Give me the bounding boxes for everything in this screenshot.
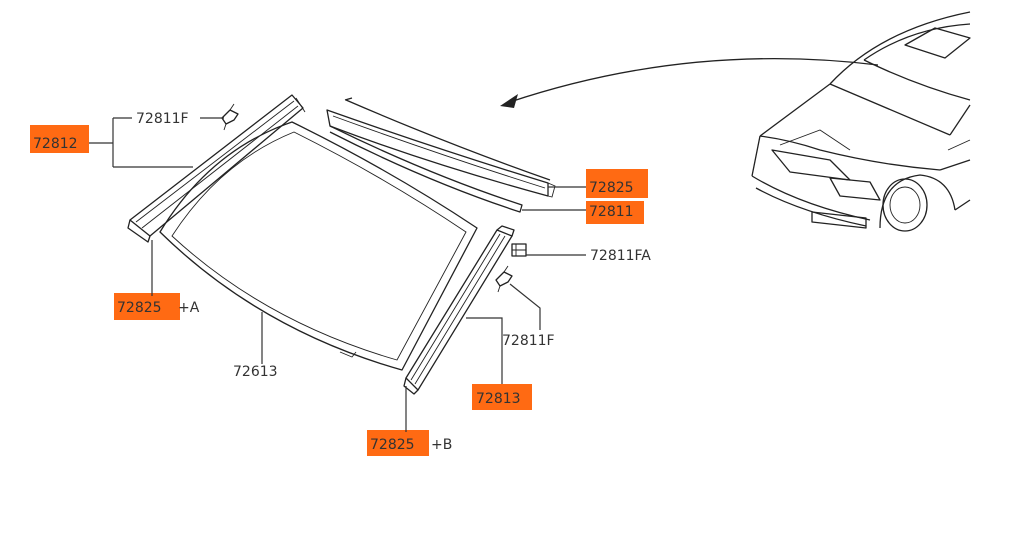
highlight-72825-right	[586, 169, 648, 198]
direction-arrow	[500, 58, 879, 108]
label-72811: 72811	[589, 204, 634, 220]
label-suffix-a: +A	[178, 300, 200, 316]
arrow-head-icon	[500, 94, 518, 108]
highlight-72812	[30, 125, 89, 153]
label-72825-a: 72825	[117, 300, 162, 316]
highlight-72825-a	[114, 293, 180, 320]
label-72811FA: 72811FA	[590, 248, 651, 264]
left-molding	[127, 94, 306, 243]
highlight-72811	[586, 201, 644, 224]
car-sketch	[751, 11, 971, 232]
windshield-glass	[159, 121, 478, 371]
labels: 72812 72811F 72825 72811 72811FA 72825 +…	[33, 111, 651, 453]
label-suffix-b: +B	[431, 437, 452, 453]
clip-72811F-top	[221, 103, 239, 131]
top-molding	[326, 97, 556, 213]
clip-72811F-right	[495, 265, 513, 293]
highlights	[30, 125, 648, 456]
label-72811F-right: 72811F	[502, 333, 555, 349]
label-72813: 72813	[476, 391, 521, 407]
label-72613: 72613	[233, 364, 278, 380]
leader-lines	[89, 117, 586, 432]
right-molding	[403, 225, 515, 395]
highlight-72825-b	[367, 430, 429, 456]
highlight-72813	[472, 384, 532, 410]
label-72812: 72812	[33, 136, 78, 152]
clip-72811FA	[511, 243, 527, 257]
label-72825-b: 72825	[370, 437, 415, 453]
label-72811F-top: 72811F	[136, 111, 189, 127]
label-72825-right: 72825	[589, 180, 634, 196]
